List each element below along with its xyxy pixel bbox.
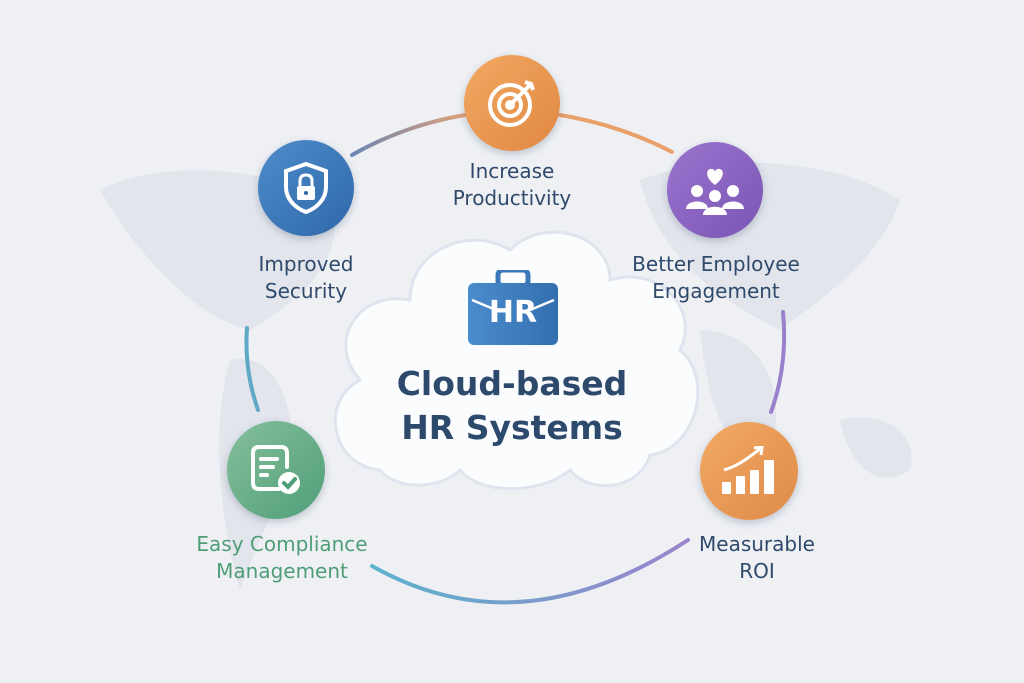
hr-badge-text: HR [488,295,538,330]
cycle-ring [244,113,787,605]
label-line: Measurable [699,532,815,556]
checklist-icon [251,445,300,494]
engagement-node [667,142,763,238]
label-line: Increase [469,159,555,183]
security-node [258,140,354,236]
label-compliance: Easy Compliance Management [162,531,402,585]
label-line: Productivity [452,186,572,210]
hr-briefcase-icon [468,270,558,345]
label-engagement: Better Employee Engagement [596,251,836,305]
productivity-node [464,55,560,151]
label-line: Better Employee [632,252,800,276]
center-title: Cloud-based HR Systems [397,362,628,450]
label-line: Improved [258,252,354,276]
label-productivity: Increase Productivity [392,158,632,212]
label-line: Management [216,559,348,583]
team-heart-icon [686,168,744,215]
growth-chart-icon [722,446,774,494]
title-line-2: HR Systems [401,408,623,447]
label-roi: Measurable ROI [637,531,877,585]
label-line: ROI [739,559,775,583]
label-line: Security [264,279,348,303]
roi-node [700,422,798,520]
title-line-1: Cloud-based [396,364,628,403]
compliance-node [227,421,325,519]
label-line: Engagement [652,279,780,303]
cloud-shape [333,230,700,491]
target-icon [488,80,535,127]
label-security: Improved Security [186,251,426,305]
label-line: Easy Compliance [196,532,368,556]
shield-lock-icon [284,161,328,215]
